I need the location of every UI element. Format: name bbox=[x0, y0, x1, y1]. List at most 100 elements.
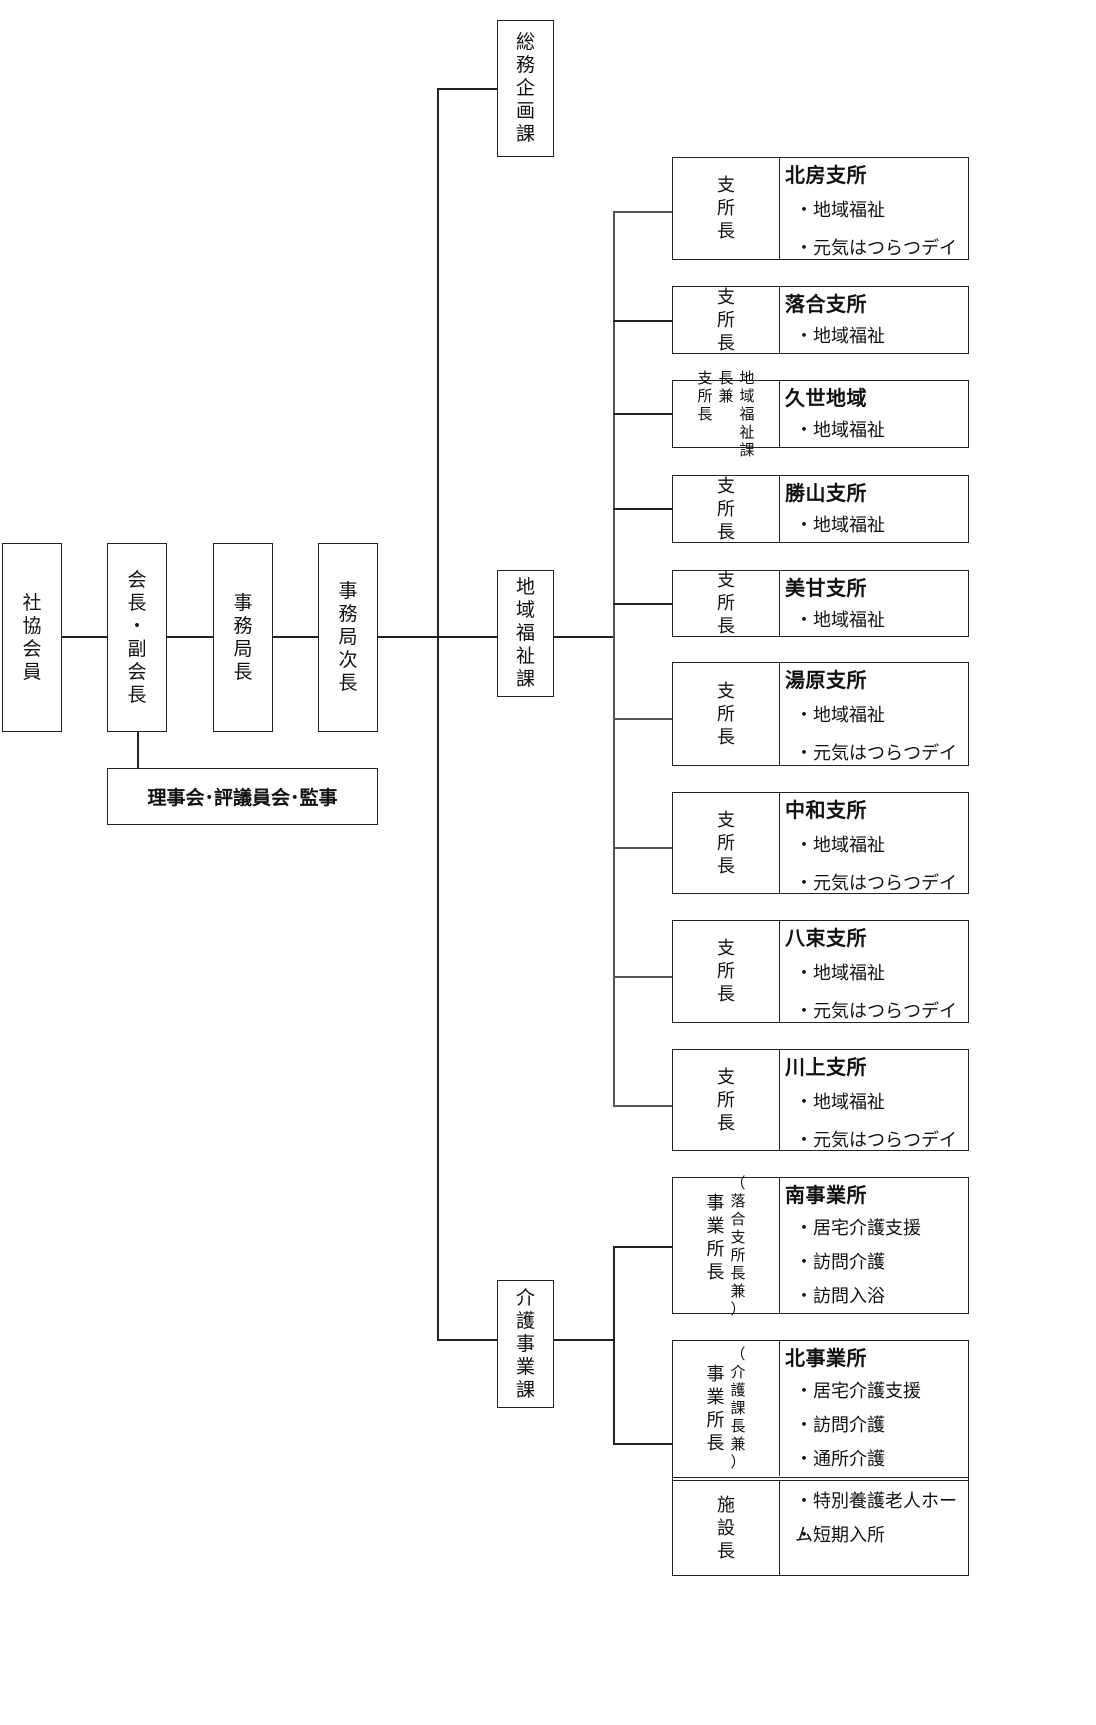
vertical-char: 福 bbox=[739, 405, 755, 423]
office-tick bbox=[613, 1443, 673, 1445]
vertical-char: 画 bbox=[515, 100, 535, 122]
facility-head-label: 施設長 bbox=[717, 1494, 735, 1563]
vertical-char: 所 bbox=[717, 309, 735, 331]
branch-bus bbox=[613, 211, 615, 1106]
director-label: 事務局長 bbox=[233, 592, 252, 684]
vertical-char: 長 bbox=[697, 405, 713, 423]
vertical-char: 支 bbox=[730, 1227, 746, 1246]
branch-item: ・地域福祉 bbox=[795, 200, 885, 221]
branch-head: 支所長 bbox=[673, 287, 780, 354]
members-box: 社協会員 bbox=[2, 543, 62, 732]
vice-director-label: 事務局次長 bbox=[338, 580, 357, 695]
vertical-char: 会 bbox=[22, 637, 42, 660]
president-box: 会長・副会長 bbox=[107, 543, 167, 732]
vertical-char: 祉 bbox=[739, 423, 755, 441]
vertical-char: 所 bbox=[717, 498, 735, 520]
vertical-char: 施 bbox=[717, 1494, 735, 1516]
branch-tick bbox=[613, 718, 673, 720]
branch-head-label: 支所長 bbox=[717, 809, 735, 878]
board-label: 理事会･評議員会･監事 bbox=[147, 787, 338, 809]
vertical-char: ） bbox=[730, 1299, 746, 1318]
branch-title: 久世地域 bbox=[785, 386, 867, 410]
branch-item: ・元気はつらつデイ bbox=[795, 873, 957, 894]
vertical-char: 護 bbox=[515, 1309, 535, 1332]
vertical-char: 事 bbox=[706, 1364, 725, 1386]
vertical-char: 福 bbox=[515, 622, 535, 644]
vertical-char: 次 bbox=[338, 649, 358, 671]
branch-item: ・地域福祉 bbox=[795, 705, 885, 726]
branch-head: 支所長 bbox=[673, 569, 780, 638]
vertical-char: 長 bbox=[717, 616, 735, 637]
vertical-char: 支 bbox=[717, 809, 735, 831]
branch-head: 支所長 bbox=[673, 475, 780, 544]
vertical-char: 支 bbox=[717, 570, 735, 591]
vertical-char: 長 bbox=[730, 1417, 746, 1436]
office-tick bbox=[613, 1246, 673, 1248]
members-label: 社協会員 bbox=[22, 592, 41, 684]
branch-tick bbox=[613, 211, 673, 213]
branch-title: 中和支所 bbox=[785, 798, 867, 822]
vertical-char: 祉 bbox=[515, 645, 535, 667]
vertical-char: 長 bbox=[338, 672, 358, 694]
vertical-char: 長 bbox=[717, 726, 735, 748]
vertical-char: 長 bbox=[717, 855, 735, 877]
vertical-char: 局 bbox=[338, 626, 358, 648]
vertical-char: 所 bbox=[717, 1089, 735, 1111]
vertical-char: 企 bbox=[515, 77, 535, 99]
vertical-char: 支 bbox=[717, 680, 735, 702]
branch-title: 美甘支所 bbox=[785, 576, 867, 600]
facility-item: ・短期入所 bbox=[795, 1525, 885, 1546]
branch-head-col: 地域福祉課 bbox=[740, 369, 755, 459]
vertical-char: 課 bbox=[739, 441, 755, 459]
vertical-char: 設 bbox=[717, 1517, 735, 1539]
office-box: （介護課長兼）事業所長北事業所・居宅介護支援・訪問介護・通所介護施設長・特別養護… bbox=[672, 1340, 969, 1576]
vertical-char: 兼 bbox=[718, 387, 734, 405]
branch-tick bbox=[613, 320, 673, 322]
branch-head-label: 支所長 bbox=[717, 569, 735, 638]
vertical-char: ・ bbox=[127, 614, 147, 637]
vertical-char: 長 bbox=[730, 1263, 746, 1282]
office-title: 南事業所 bbox=[785, 1183, 867, 1207]
vertical-char: 長 bbox=[127, 591, 147, 614]
care-section-box: 介護事業課 bbox=[497, 1280, 554, 1408]
office-head-main: 事業所長 bbox=[706, 1192, 724, 1284]
branch-tick bbox=[613, 508, 673, 510]
vertical-char: 支 bbox=[697, 369, 713, 387]
vertical-char: ） bbox=[730, 1453, 746, 1472]
vertical-char: 長 bbox=[717, 1540, 735, 1562]
branch-head: 支所長 bbox=[673, 663, 780, 765]
branch-head: 支所長 bbox=[673, 158, 780, 259]
vertical-char: 長 bbox=[718, 369, 734, 387]
branch-title: 川上支所 bbox=[785, 1055, 867, 1079]
vertical-char: 地 bbox=[515, 576, 535, 598]
vertical-char: 業 bbox=[706, 1215, 725, 1237]
vertical-char: 務 bbox=[233, 614, 253, 637]
facility-head: 施設長 bbox=[673, 1481, 780, 1575]
branch-tick bbox=[613, 976, 673, 978]
vertical-char: 事 bbox=[515, 1332, 535, 1355]
vertical-char: 長 bbox=[127, 683, 147, 706]
vertical-char: 域 bbox=[515, 599, 535, 621]
office-head: （介護課長兼）事業所長 bbox=[673, 1341, 780, 1476]
vertical-char: 副 bbox=[127, 637, 147, 660]
vertical-char: 務 bbox=[338, 603, 358, 625]
vertical-char: 業 bbox=[515, 1355, 535, 1378]
office-bus bbox=[613, 1246, 615, 1443]
branch-box: 支所長落合支所・地域福祉 bbox=[672, 286, 969, 354]
vertical-char: 所 bbox=[717, 198, 735, 219]
branch-box: 支所長美甘支所・地域福祉 bbox=[672, 570, 969, 637]
facility-separator bbox=[673, 1477, 968, 1481]
office-item: ・通所介護 bbox=[795, 1449, 885, 1470]
branch-box: 支所長中和支所・地域福祉・元気はつらつデイ bbox=[672, 792, 969, 894]
branch-head-label: 支所長 bbox=[717, 475, 735, 544]
vertical-char: 事 bbox=[706, 1192, 725, 1214]
branch-title: 八束支所 bbox=[785, 926, 867, 950]
branch-head: 地域福祉課長兼支所長 bbox=[673, 369, 780, 459]
vertical-char: 所 bbox=[730, 1245, 746, 1264]
branch-title: 湯原支所 bbox=[785, 668, 867, 692]
vertical-char: 事 bbox=[233, 591, 253, 614]
branch-item: ・地域福祉 bbox=[795, 515, 885, 536]
vertical-char: 介 bbox=[515, 1286, 535, 1309]
vertical-char: （ bbox=[730, 1173, 746, 1192]
vertical-char: 員 bbox=[22, 660, 42, 683]
